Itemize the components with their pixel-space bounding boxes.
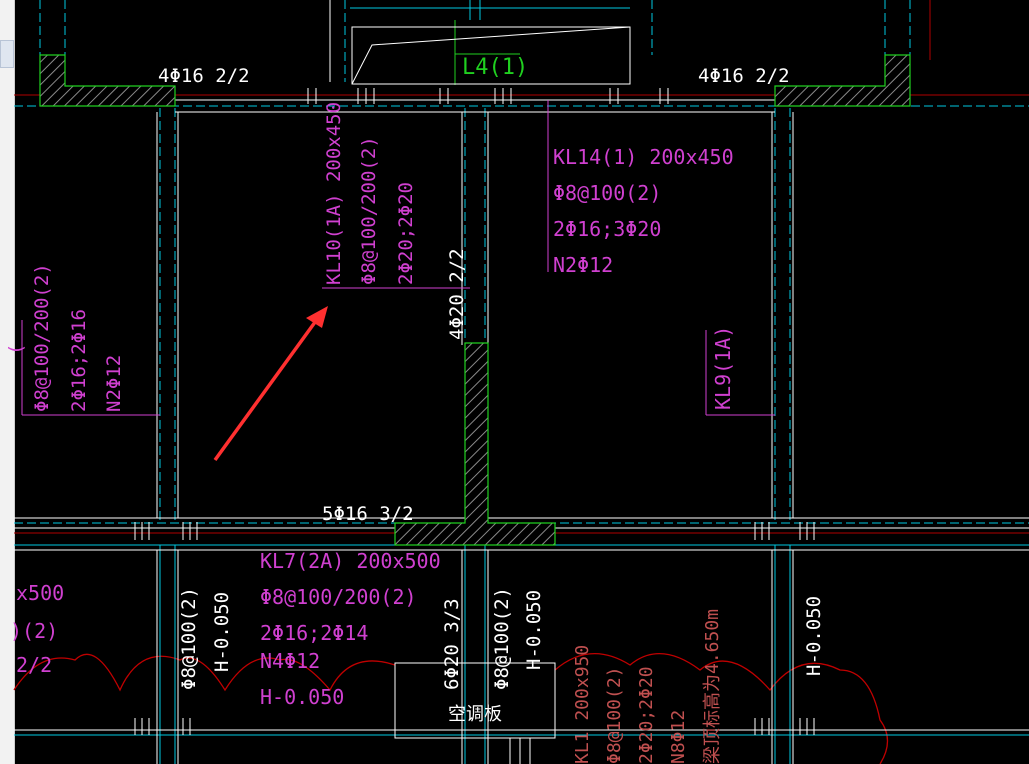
left-bottom-1: x500 bbox=[16, 581, 64, 605]
revision-cloud bbox=[13, 653, 889, 764]
vert-h-right: H-0.050 bbox=[803, 596, 825, 676]
kl1-line2: Φ8@100(2) bbox=[604, 666, 625, 764]
app-side-panel-edge bbox=[0, 0, 15, 764]
l4-frame bbox=[329, 0, 631, 85]
axis-solid-lines bbox=[14, 0, 1029, 764]
shear-walls bbox=[39, 54, 911, 546]
secondary-beam-l4 bbox=[454, 20, 520, 85]
vert-h-2: H-0.050 bbox=[523, 590, 545, 670]
kl1-line1: KL1 200x950 bbox=[572, 645, 593, 764]
kl9-label: KL9(1A) bbox=[711, 326, 735, 410]
vert-stirrup-1: Φ8@100(2) bbox=[178, 587, 200, 690]
kl7-line3: 2Φ16;2Φ14 bbox=[260, 621, 368, 645]
kl14-label-group: KL14(1) 200x450 Φ8@100(2) 2Φ16;3Φ20 N2Φ1… bbox=[553, 145, 734, 277]
vertical-labels-bottom: Φ8@100(2) H-0.050 6Φ20 3/3 Φ8@100(2) H-0… bbox=[178, 587, 825, 690]
left-line3: N2Φ12 bbox=[103, 355, 125, 412]
kl1-label-group: KL1 200x950 Φ8@100(2) 2Φ20;2Φ20 N8Φ12 梁顶… bbox=[572, 609, 723, 764]
vert-support-mid: 6Φ20 3/3 bbox=[441, 598, 463, 690]
l4-text: L4(1) bbox=[462, 55, 528, 80]
kl10-support-rebar: 4Φ20 2/2 bbox=[446, 248, 468, 340]
top-rebar-right: 4Φ16 2/2 bbox=[698, 65, 790, 87]
left-bottom-2: )(2) bbox=[10, 619, 58, 643]
kl1-line5: 梁顶标高为4.650m bbox=[702, 609, 723, 764]
kl10-line1: KL10(1A) 200x450 bbox=[323, 102, 345, 285]
beam-outline-lines bbox=[14, 99, 1029, 764]
left-line2: 2Φ16;2Φ16 bbox=[68, 309, 90, 412]
left-top-clip: ( bbox=[5, 344, 27, 355]
l4-label: L4(1) bbox=[462, 55, 528, 80]
kl14-line4: N2Φ12 bbox=[553, 253, 613, 277]
vert-h-1: H-0.050 bbox=[211, 592, 233, 672]
bottom-support-rebar: 5Φ16 3/2 bbox=[322, 503, 414, 525]
left-bottom-3: 2/2 bbox=[16, 653, 52, 677]
kl1-line4: N8Φ12 bbox=[668, 710, 689, 764]
ac-board-label: 空调板 bbox=[448, 704, 502, 725]
kl14-line2: Φ8@100(2) bbox=[553, 181, 661, 205]
kl14-line1: KL14(1) 200x450 bbox=[553, 145, 734, 169]
kl10-line3: 2Φ20;2Φ20 bbox=[395, 182, 417, 285]
kl7-line2: Φ8@100/200(2) bbox=[260, 585, 417, 609]
kl1-line3: 2Φ20;2Φ20 bbox=[636, 666, 657, 764]
kl7-line1: KL7(2A) 200x500 bbox=[260, 549, 441, 573]
top-rebar-left: 4Φ16 2/2 bbox=[158, 65, 250, 87]
vert-stirrup-2: Φ8@100(2) bbox=[491, 587, 513, 690]
left-bottom-label-group: x500 )(2) 2/2 bbox=[10, 581, 64, 677]
side-panel-tab[interactable] bbox=[0, 40, 14, 68]
left-line1: Φ8@100/200(2) bbox=[31, 263, 53, 412]
kl10-label-group: KL10(1A) 200x450 Φ8@100/200(2) 2Φ20;2Φ20 bbox=[323, 102, 417, 285]
kl7-line5: H-0.050 bbox=[260, 685, 344, 709]
kl7-line4: N4Φ12 bbox=[260, 649, 320, 673]
pointer-arrow bbox=[213, 306, 328, 462]
kl7-label-group: KL7(2A) 200x500 Φ8@100/200(2) 2Φ16;2Φ14 … bbox=[260, 549, 441, 709]
label-leader-lines bbox=[21, 100, 775, 416]
kl10-line2: Φ8@100/200(2) bbox=[358, 136, 380, 285]
support-rebar-ticks bbox=[134, 88, 815, 735]
left-beam-label-group: ( Φ8@100/200(2) 2Φ16;2Φ16 N2Φ12 bbox=[5, 263, 125, 412]
kl14-line3: 2Φ16;3Φ20 bbox=[553, 217, 661, 241]
